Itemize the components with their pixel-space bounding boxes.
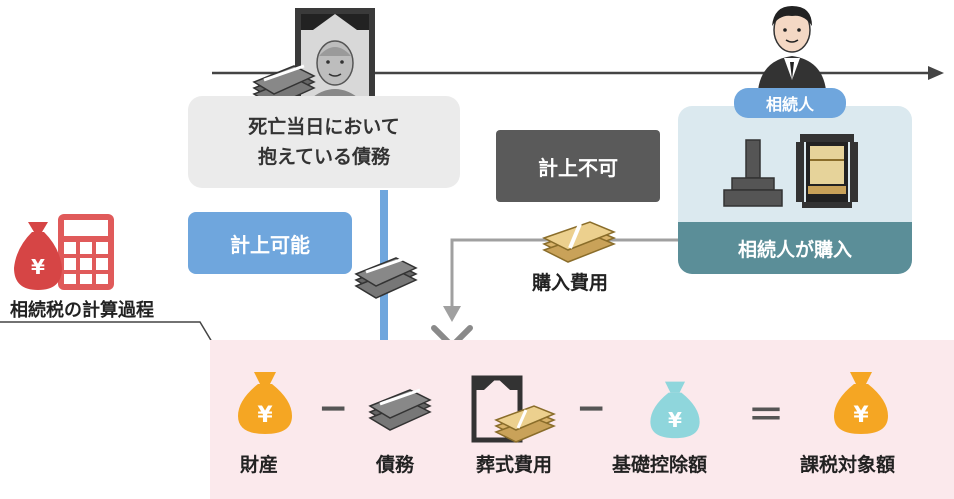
calc-item-label: 基礎控除額 [612, 454, 708, 476]
svg-text:¥: ¥ [31, 255, 45, 279]
heir-person-icon [758, 6, 826, 90]
svg-text:¥: ¥ [257, 403, 273, 428]
svg-text:¥: ¥ [668, 408, 682, 432]
calc-item-label: 財産 [240, 454, 279, 476]
gold-cash-stack-icon [542, 221, 617, 263]
equals-operator: ＝ [748, 395, 785, 436]
calculation-title: 相続税の計算過程 [10, 300, 154, 321]
calculator-money-bag-icon: ¥ [14, 214, 114, 290]
buddhist-altar-icon [796, 134, 858, 208]
purchase-cost-label: 購入費用 [532, 272, 609, 294]
not-deductible-label: 計上不可 [496, 130, 660, 202]
heir-badge: 相続人 [734, 88, 846, 118]
calc-item-label: 課税対象額 [800, 454, 896, 476]
minus-operator: − [318, 388, 349, 429]
calculation-panel [210, 340, 954, 499]
heir-purchase-bar: 相続人が購入 [678, 222, 912, 274]
calc-item-label: 葬式費用 [476, 454, 553, 476]
funeral-frame-cash-icon [471, 375, 556, 443]
money-bag-yen-icon: ¥ [650, 381, 700, 439]
gravestone-icon [723, 139, 783, 207]
svg-text:¥: ¥ [853, 403, 869, 428]
cash-stack-icon [354, 256, 418, 299]
cash-stack-icon [368, 388, 432, 431]
debts-on-death-box: 死亡当日において 抱えている債務 [188, 96, 460, 188]
deductible-label: 計上可能 [188, 212, 352, 274]
money-bag-yen-icon: ¥ [238, 372, 292, 434]
minus-operator: − [576, 388, 607, 429]
money-bag-yen-icon: ¥ [834, 372, 888, 434]
calc-item-label: 債務 [376, 454, 415, 476]
